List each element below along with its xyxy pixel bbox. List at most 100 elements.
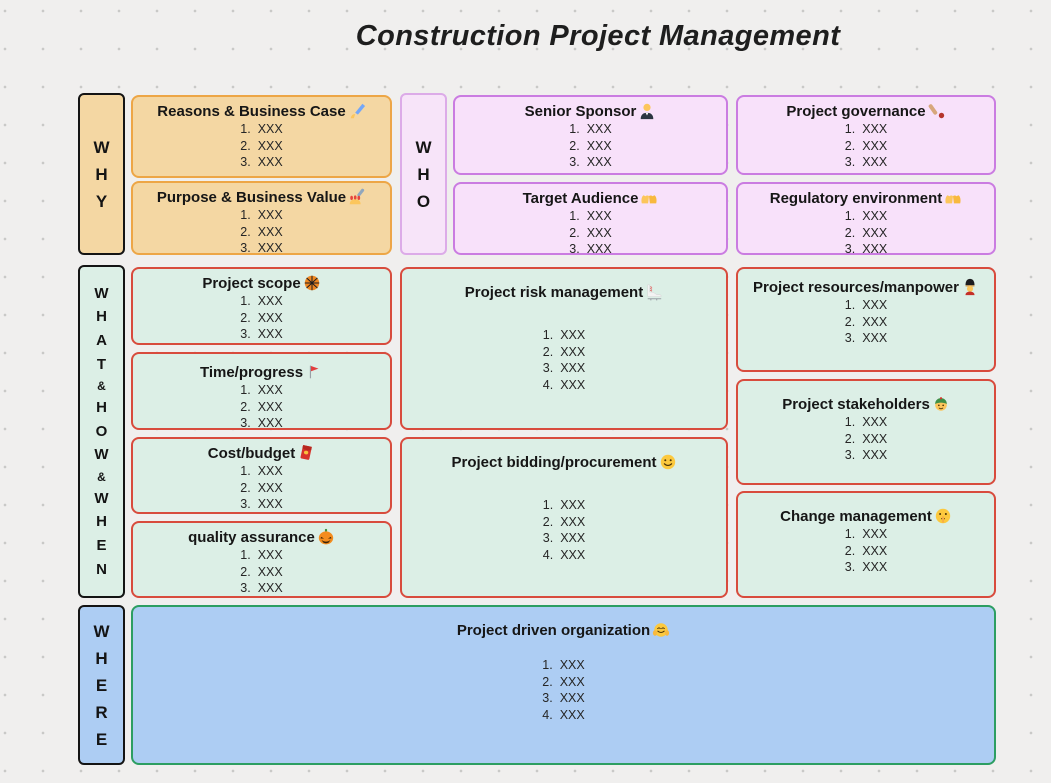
label-letter: H [96,399,107,417]
list-item: 2.XXX [844,225,888,240]
list-item: 2.XXX [569,225,612,240]
label-letter: O [416,191,431,211]
page-title: Construction Project Management [355,20,841,52]
label-letter: H [95,648,108,668]
box-title-text: Project risk management [464,283,644,301]
nail-polish-icon [348,188,366,206]
label-letter: Y [95,191,108,211]
box-list: 1.XXX 2.XXX 3.XXX [133,293,390,343]
list-item: 2.XXX [240,310,283,325]
person-tuxedo-icon [638,102,656,120]
list-item: 4.XXX [542,707,585,722]
box-title-text: Time/progress [199,363,304,381]
list-item: 3.XXX [542,531,586,545]
list-item: 1.XXX [542,658,585,672]
list-item: 1.XXX [844,298,888,312]
person-skullcap-icon [932,395,950,413]
list-item: 1.XXX [542,498,586,512]
list-item: 1.XXX [569,209,612,223]
list-item: 3.XXX [844,560,888,574]
list-item: 2.XXX [240,399,283,414]
box-title: Regulatory environment [738,189,994,207]
list-item: 3.XXX [240,155,283,169]
label-letter: E [95,675,108,695]
cricket-icon [928,102,946,120]
box-title: Reasons & Business Case [133,102,390,120]
label-letter: & [97,469,106,484]
list-item: 1.XXX [240,208,283,222]
project-scope-box[interactable]: Project scope 1.XXX 2.XXX 3.XXX [131,267,392,345]
box-title-text: Project resources/manpower [753,278,959,296]
box-title: Project resources/manpower [738,278,994,296]
box-title-text: Project bidding/procurement [451,453,657,471]
list-item: 2.XXX [240,138,283,153]
box-title: Senior Sponsor [455,102,726,120]
open-hands-icon [944,189,962,207]
box-title: Target Audience [455,189,726,207]
box-title-text: Purpose & Business Value [156,188,347,206]
label-letter: W [93,137,110,157]
label-letter: N [96,560,107,578]
jack-o-lantern-icon [317,528,335,546]
box-title: Cost/budget [133,444,390,462]
box-title: Project driven organization [133,621,994,639]
box-title-text: Project driven organization [456,621,651,639]
list-item: 2.XXX [240,480,283,495]
box-title-text: Senior Sponsor [524,102,637,120]
hugging-face-icon [652,621,670,639]
box-title-text: Project stakeholders [782,395,930,413]
shushing-face-icon [934,507,952,525]
box-title-text: quality assurance [188,528,315,546]
box-title-text: Regulatory environment [769,189,943,207]
list-item: 3.XXX [240,327,283,341]
box-title: Project risk management [402,283,726,301]
label-letter: E [96,537,107,555]
label-letter: R [95,702,108,722]
list-item: 1.XXX [844,415,888,429]
list-item: 3.XXX [240,241,283,255]
label-letter: W [415,137,432,157]
label-letter: W [94,284,109,302]
list-item: 1.XXX [240,294,283,308]
list-item: 2.XXX [569,138,612,153]
list-item: 3.XXX [542,691,585,705]
list-item: 3.XXX [844,448,888,462]
list-item: 2.XXX [844,138,888,153]
list-item: 1.XXX [240,464,283,478]
box-title: Project scope [133,274,390,292]
list-item: 3.XXX [844,331,888,345]
triangular-flag-icon [305,363,323,381]
box-title: Time/progress [133,363,390,381]
box-title-text: Project governance [786,102,926,120]
box-title: Project bidding/procurement [402,453,726,471]
